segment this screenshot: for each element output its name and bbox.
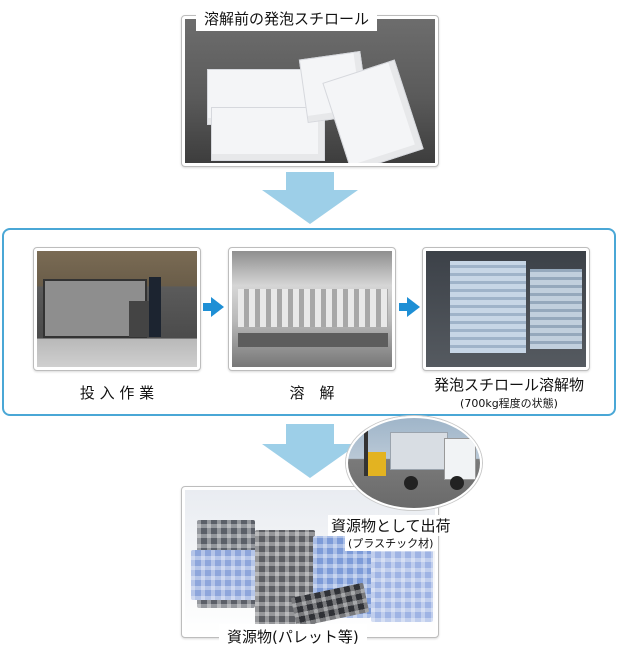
step-photo-loading [33, 247, 201, 371]
top-caption: 溶解前の発泡スチロール [196, 6, 378, 31]
foam-before-photo [181, 15, 439, 167]
right-arrow-2 [399, 297, 420, 317]
resources-photo [181, 486, 439, 638]
step-photo-melted [422, 247, 590, 371]
bottom-caption: 資源物(パレット等) [219, 624, 367, 649]
step-label-melted: 発泡スチロール溶解物 [433, 376, 584, 394]
step-label-loading: 投 入 作 業 [79, 384, 155, 402]
step-label-melting: 溶 解 [289, 384, 335, 402]
pallet [371, 550, 433, 622]
pallets-image [185, 490, 435, 634]
loading-image [37, 251, 197, 367]
shipping-truck-photo [346, 416, 482, 510]
foam-boxes-image [185, 19, 435, 163]
melting-image [232, 251, 392, 367]
step-photo-melting [228, 247, 396, 371]
process-box: 投 入 作 業 溶 解 発泡スチロール溶解物 (700kg程度の状態) [2, 228, 616, 416]
pallet [191, 550, 261, 600]
shipping-label: 資源物として出荷 [328, 515, 454, 536]
right-arrow-1 [203, 297, 224, 317]
melted-blocks-image [426, 251, 586, 367]
step-sub-melted: (700kg程度の状態) [460, 397, 558, 410]
shipping-sub: (プラスチック材) [345, 535, 437, 551]
